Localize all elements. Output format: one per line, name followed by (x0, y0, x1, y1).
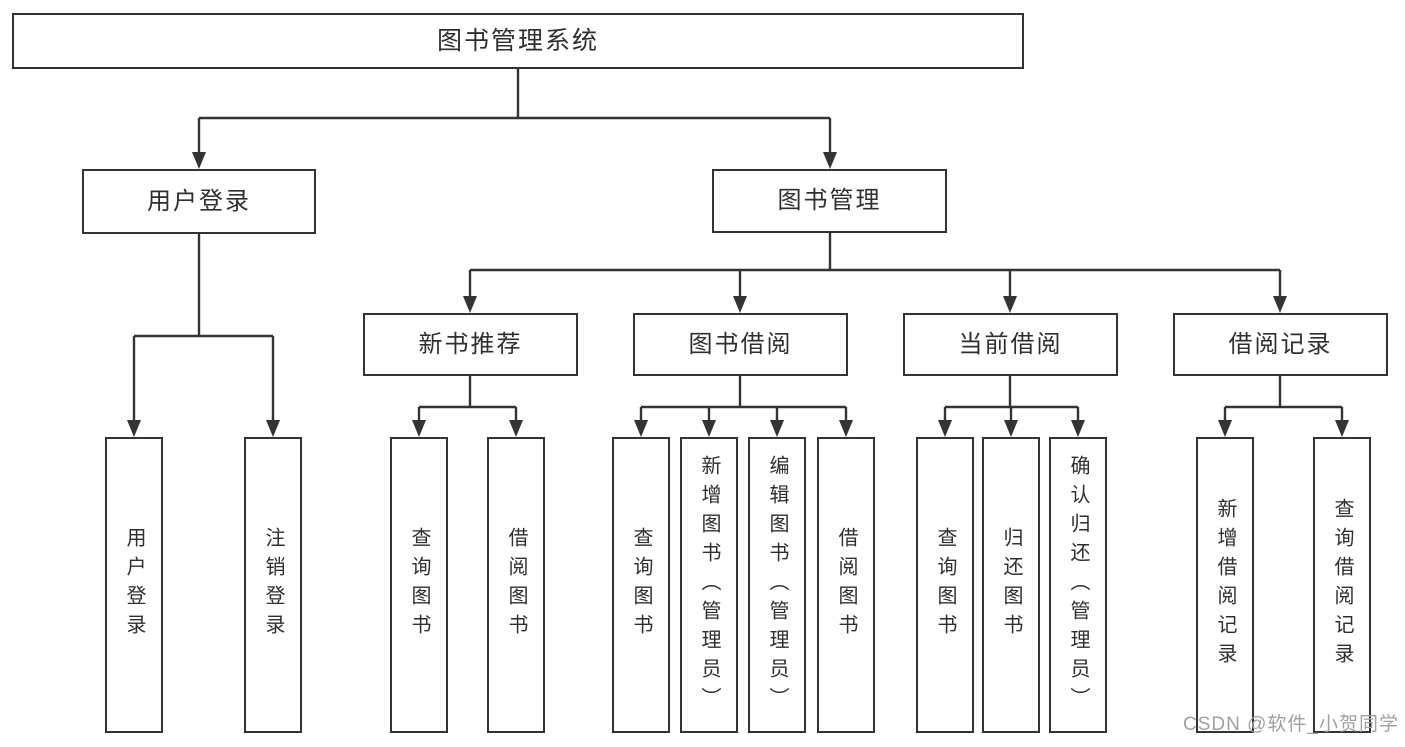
leaf-borrow-books: 借阅图书 (817, 437, 875, 733)
node-book-borrow: 图书借阅 (633, 313, 848, 376)
leaf-query-books-current: 查询图书 (916, 437, 974, 733)
leaf-query-books-borrow: 查询图书 (612, 437, 670, 733)
arrowheads (127, 152, 1349, 437)
csdn-watermark: CSDN @软件_小贺同学 (1183, 714, 1399, 735)
node-new-book-recommend: 新书推荐 (363, 313, 578, 376)
leaf-query-borrow-record: 查询借阅记录 (1313, 437, 1371, 733)
leaf-user-login: 用户登录 (105, 437, 163, 733)
leaf-logout: 注销登录 (244, 437, 302, 733)
leaf-return-books: 归还图书 (982, 437, 1040, 733)
leaf-add-borrow-record: 新增借阅记录 (1196, 437, 1254, 733)
node-user-login: 用户登录 (82, 169, 316, 234)
leaf-add-books-admin: 新增图书（管理员） (680, 437, 738, 733)
leaf-edit-books-admin: 编辑图书（管理员） (748, 437, 806, 733)
node-current-borrow: 当前借阅 (903, 313, 1118, 376)
node-book-management: 图书管理 (712, 169, 947, 233)
leaf-query-books-recommend: 查询图书 (390, 437, 448, 733)
leaf-borrow-books-recommend: 借阅图书 (487, 437, 545, 733)
leaf-confirm-return-admin: 确认归还（管理员） (1049, 437, 1107, 733)
node-borrow-records: 借阅记录 (1173, 313, 1388, 376)
node-library-management-system: 图书管理系统 (12, 13, 1024, 69)
